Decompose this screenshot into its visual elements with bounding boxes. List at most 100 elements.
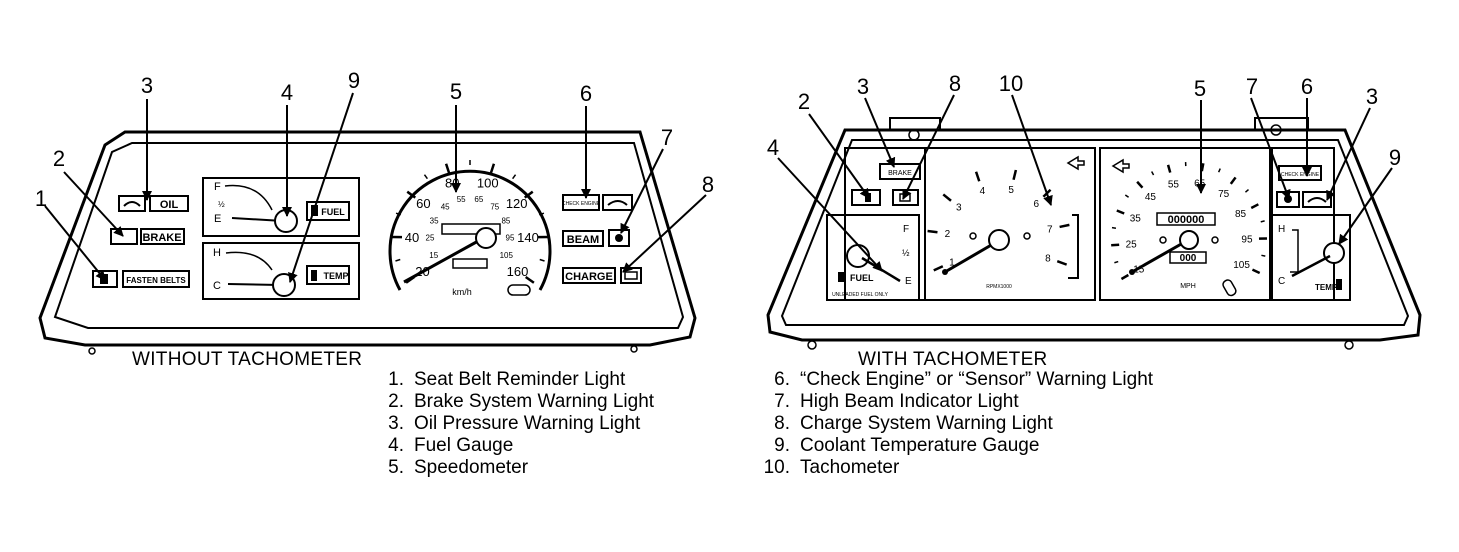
callout-r3b: 3: [1366, 84, 1378, 109]
svg-text:000: 000: [1180, 253, 1197, 264]
tach-tick-label: 6: [1033, 199, 1039, 210]
left-bezel-inner: [53, 142, 685, 329]
cluster-without-tachometer: OIL BRAKE FASTEN BELTS F ½ E FUEL H C TE…: [35, 68, 714, 355]
right-brake-box: [879, 163, 921, 180]
fasten-belts-label: FASTEN BELTS: [126, 276, 186, 285]
left-speedo-inner-label: 65: [474, 195, 483, 204]
tach-tick: [1056, 260, 1068, 266]
right-speedo-tick-label: 35: [1130, 214, 1142, 225]
right-temp-gauge: H C TEMP: [1271, 214, 1351, 301]
left-speedometer: 2040608010012014016015253545556575859510…: [388, 160, 552, 297]
right-speedo-ticks: [1111, 162, 1268, 281]
callout-5: 5: [450, 79, 462, 104]
callout-r10: 10: [999, 71, 1023, 96]
right-speedo-tick: [1150, 171, 1155, 176]
legend-item: 9.Coolant Temperature Gauge: [774, 435, 1040, 456]
tach-tick: [942, 193, 952, 202]
callout-r8: 8: [949, 71, 961, 96]
left-speedo-tick-label: 160: [507, 264, 529, 279]
right-speedo-tick-label: 95: [1241, 234, 1253, 245]
left-speedo-pivot: [475, 227, 497, 249]
left-speedo-labels: 2040608010012014016015253545556575859510…: [405, 175, 539, 278]
left-speedo-tick: [406, 190, 417, 199]
right-speedo-tick-label: 75: [1218, 189, 1230, 200]
callout-r5: 5: [1194, 76, 1206, 101]
right-fuel-gauge: F ½ E FUEL UNLEADED FUEL ONLY: [826, 214, 920, 301]
beam-box: [562, 230, 604, 247]
tach-tick-label: 5: [1008, 185, 1014, 196]
callout-9: 9: [348, 68, 360, 93]
left-bezel-outer: [38, 130, 697, 347]
brake-light-box: [140, 228, 185, 245]
left-trip-odometer: [452, 258, 488, 269]
right-speedo-tick: [1114, 260, 1119, 264]
legend-item: 2.Brake System Warning Light: [388, 391, 655, 412]
right-speedo-tick: [1136, 180, 1144, 189]
legend-item: 6.“Check Engine” or “Sensor” Warning Lig…: [774, 369, 1154, 390]
right-speedo-tick: [1229, 176, 1237, 185]
tach-tick-label: 2: [945, 229, 951, 240]
left-temp-gauge: [202, 242, 360, 300]
charge-label: CHARGE: [565, 271, 613, 283]
left-speedo-tick-label: 100: [477, 175, 499, 190]
right-oil-icon: [602, 194, 633, 211]
callout-6: 6: [580, 81, 592, 106]
left-speedo-inner-label: 45: [441, 203, 450, 212]
svg-text:½: ½: [218, 200, 225, 209]
oil-light-icon: [118, 195, 146, 212]
left-speedo-inner-label: 15: [429, 251, 438, 260]
right-speedo-tick-label: 45: [1145, 192, 1157, 203]
left-speedo-tick: [395, 258, 401, 262]
left-temp-label: TEMP: [323, 271, 348, 281]
left-speedo-tick: [523, 190, 534, 199]
svg-text:E: E: [214, 213, 221, 225]
left-speedo-tick-label: 80: [445, 175, 459, 190]
left-callouts: 1 2 3 4 9 5 6 7 8: [35, 68, 714, 283]
left-speedo-unit: km/h: [452, 287, 472, 297]
svg-text:F: F: [214, 181, 221, 193]
callout-3: 3: [141, 73, 153, 98]
svg-text:000000: 000000: [1168, 214, 1205, 226]
tach-tick: [974, 171, 981, 182]
left-speedo-tick: [423, 174, 428, 180]
callout-2: 2: [53, 146, 65, 171]
svg-text:F: F: [903, 224, 909, 235]
legend-item: 7.High Beam Indicator Light: [774, 391, 1019, 412]
left-speedo-tick: [444, 163, 451, 174]
right-speedo-tick-label: 65: [1194, 178, 1206, 189]
left-speedo-inner-label: 55: [457, 195, 466, 204]
brake-light-blank: [110, 228, 138, 245]
svg-text:½: ½: [902, 248, 910, 258]
svg-text:C: C: [1278, 276, 1285, 287]
right-bezel-outer: [766, 128, 1422, 342]
oil-light-label: OIL: [160, 199, 179, 211]
right-speedo-tick-label: 15: [1133, 265, 1145, 276]
tach-pivot: [988, 229, 1010, 251]
tach-tick: [1059, 223, 1070, 229]
right-bezel-inner: [780, 139, 1410, 326]
callout-r2: 2: [798, 89, 810, 114]
callout-4: 4: [281, 80, 293, 105]
right-speedo-tick: [1250, 203, 1259, 210]
right-speedo-tick-label: 105: [1233, 260, 1250, 271]
right-speedo-tick: [1111, 226, 1117, 229]
tach-tick-label: 1: [949, 257, 955, 268]
left-speedo-needle: [403, 238, 481, 284]
left-speedo-tick: [489, 163, 496, 174]
right-speedo-tick: [1261, 254, 1266, 257]
left-speedo-tick: [395, 212, 402, 216]
right-check-engine-label: CHECK ENGINE: [1281, 172, 1320, 178]
callout-1: 1: [35, 186, 47, 211]
right-speedo-needle: [1131, 241, 1184, 274]
legend-item: 3.Oil Pressure Warning Light: [388, 413, 641, 434]
right-speedo-tick: [1124, 194, 1130, 198]
charge-box: [562, 267, 616, 284]
legend-item: 1.Seat Belt Reminder Light: [388, 369, 626, 390]
tach-tick-label: 3: [956, 203, 962, 214]
legend-item: 8.Charge System Warning Light: [774, 413, 1053, 434]
svg-text:H: H: [213, 247, 221, 259]
